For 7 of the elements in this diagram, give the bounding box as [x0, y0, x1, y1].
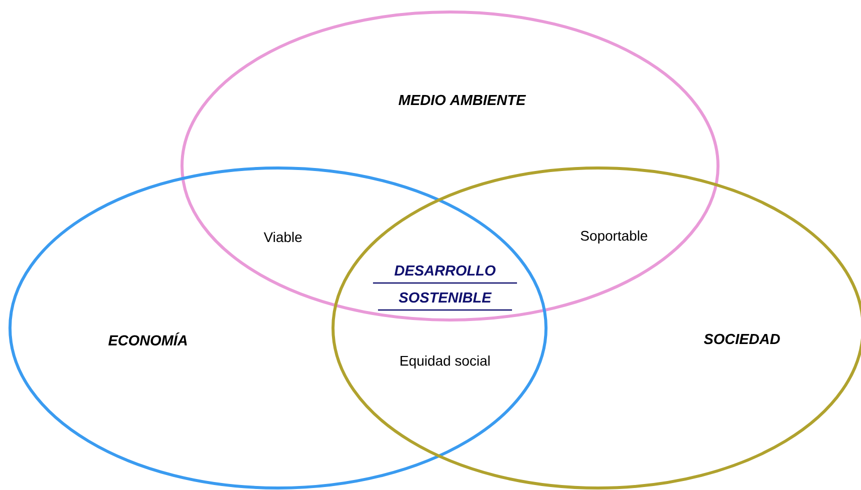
region-label: Viable [264, 232, 302, 242]
circle-label: ECONOMÍA [108, 332, 187, 346]
region-label: Equidad social [400, 355, 490, 369]
center-title: DESARROLLO SOSTENIBLE [373, 265, 517, 311]
circle-label: MEDIO AMBIENTE [398, 94, 526, 106]
circle-label: SOCIEDAD [704, 334, 780, 344]
region-label: Soportable [580, 230, 648, 244]
